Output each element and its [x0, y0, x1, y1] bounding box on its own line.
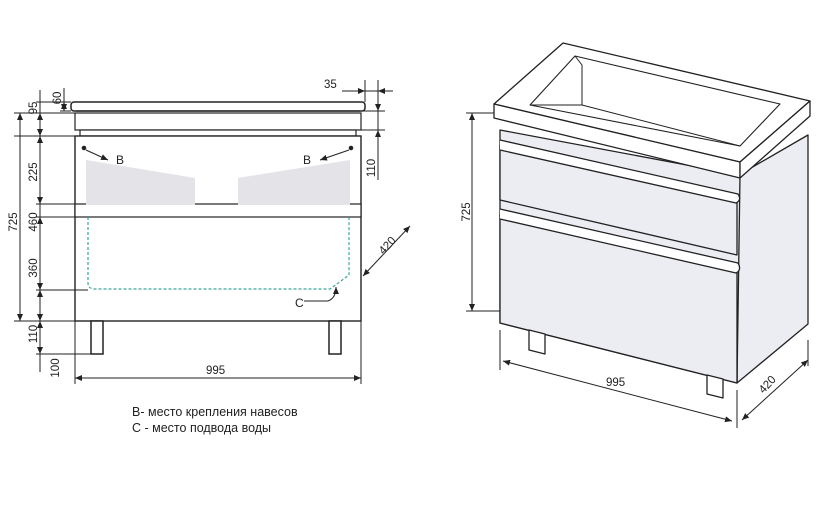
marker-b-left: [81, 145, 109, 161]
dim-225: 225: [28, 162, 40, 181]
dimension-lines-left: [14, 88, 91, 372]
iso-dim-725: 725: [461, 202, 473, 221]
upper-drawer-interior-left: [86, 160, 195, 205]
dim-95: 95: [28, 102, 40, 115]
iso-dimension-lines: [466, 112, 809, 428]
marker-c: [304, 286, 339, 302]
marker-b-left-label: B: [116, 153, 124, 167]
lower-drawer-dashed-outline: [87, 217, 350, 290]
iso-dim-995: 995: [606, 377, 625, 389]
cabinet-right-side: [736, 134, 809, 384]
sink-basin: [529, 55, 781, 147]
lower-drawer-handle: [499, 208, 741, 274]
dim-460: 460: [28, 212, 40, 231]
dim-725-left: 725: [8, 212, 20, 231]
marker-c-label: C: [295, 296, 304, 310]
dimension-lines-right: [342, 80, 393, 180]
upper-drawer-handle: [499, 139, 741, 204]
iso-view: [493, 42, 811, 399]
dim-60: 60: [52, 92, 64, 105]
dim-100: 100: [50, 358, 62, 377]
dim-360: 360: [28, 258, 40, 277]
upper-band: [74, 112, 362, 131]
dim-35: 35: [324, 79, 337, 91]
dim-110-left: 110: [28, 325, 40, 343]
iso-leg-left: [528, 329, 546, 355]
leg-right: [328, 320, 342, 355]
leg-left: [90, 320, 104, 355]
marker-b-right-label: B: [303, 153, 311, 167]
iso-dim-420: 420: [757, 374, 779, 396]
dim-420-front-lines: [362, 225, 411, 277]
marker-b-right: [319, 145, 354, 161]
front-view: [70, 101, 366, 355]
dim-110-right: 110: [366, 159, 378, 177]
legend-line-b: B- место крепления навесов: [132, 405, 298, 419]
sink-top: [70, 101, 366, 112]
dim-995-front-lines: [74, 321, 362, 384]
upper-drawer-interior-right: [238, 160, 350, 205]
legend: B- место крепления навесов C - место под…: [132, 404, 298, 436]
dim-420-front: 420: [377, 235, 399, 257]
dim-995-front: 995: [206, 365, 225, 377]
legend-line-c: C - место подвода воды: [132, 421, 272, 435]
iso-leg-right: [706, 374, 724, 399]
sink-right-edge: [739, 100, 811, 179]
